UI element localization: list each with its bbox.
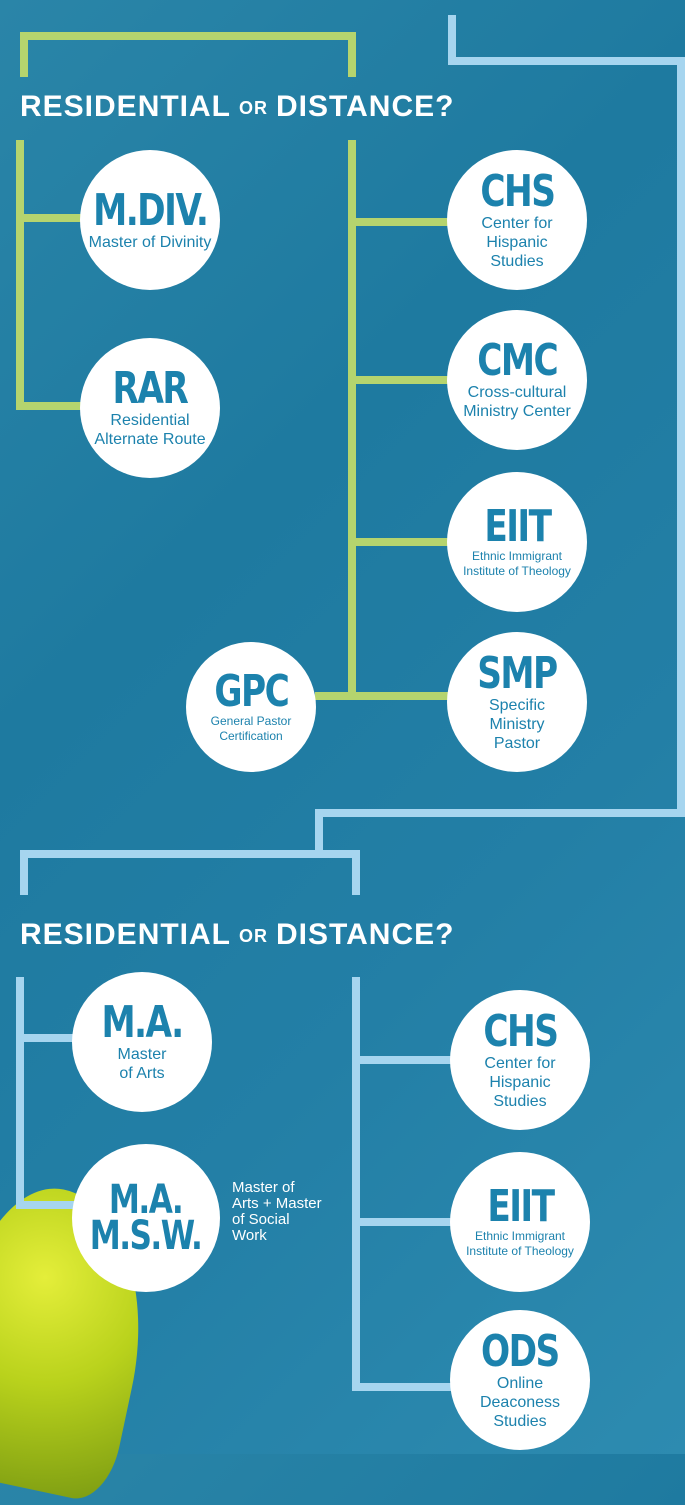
heading-or: OR xyxy=(239,926,269,946)
program-circle-smp: SMP Specific Ministry Pastor xyxy=(447,632,587,772)
program-name: Online Deaconess Studies xyxy=(479,1374,561,1430)
program-abbr: EIIT xyxy=(483,501,552,552)
program-abbr: GPC xyxy=(214,666,289,717)
section1-heading: RESIDENTIAL OR DISTANCE? xyxy=(20,90,620,124)
connector-line xyxy=(16,402,86,410)
program-name: Ethnic Immigrant Institute of Theology xyxy=(466,1229,574,1258)
heading-or: OR xyxy=(239,98,269,118)
program-abbr: CMC xyxy=(477,335,558,386)
residential-vertical-line xyxy=(16,977,24,1209)
connector-line xyxy=(348,218,448,226)
program-name: Center for Hispanic Studies xyxy=(481,214,553,270)
connector-line xyxy=(348,32,356,77)
connector-line xyxy=(348,538,448,546)
program-name: Center for Hispanic Studies xyxy=(484,1054,556,1110)
program-abbr: M.A. M.S.W. xyxy=(90,1177,203,1259)
program-abbr: CHS xyxy=(480,165,556,217)
program-abbr: RAR xyxy=(112,363,189,414)
program-name: Specific Ministry Pastor xyxy=(488,696,546,752)
distance-vertical-line xyxy=(352,977,360,1391)
section2-heading: RESIDENTIAL OR DISTANCE? xyxy=(20,918,620,952)
heading-distance: DISTANCE? xyxy=(276,918,455,951)
program-name: Ethnic Immigrant Institute of Theology xyxy=(463,549,571,578)
connector-line xyxy=(315,809,685,817)
program-name: Residential Alternate Route xyxy=(94,412,206,448)
heading-residential: RESIDENTIAL xyxy=(20,90,232,123)
program-circle-rar: RAR Residential Alternate Route xyxy=(80,338,220,478)
program-circle-chs: CHS Center for Hispanic Studies xyxy=(450,990,590,1130)
program-circle-eiit: EIIT Ethnic Immigrant Institute of Theol… xyxy=(447,472,587,612)
connector-line xyxy=(20,850,28,895)
ma-msw-description: Master of Arts + Master of Social Work xyxy=(232,1179,322,1244)
program-circle-ods: ODS Online Deaconess Studies xyxy=(450,1310,590,1450)
program-name: Master of Arts xyxy=(117,1046,167,1082)
program-abbr: M.A. xyxy=(101,997,184,1048)
program-circle-mdiv: M.DIV. Master of Divinity xyxy=(80,150,220,290)
connector-line xyxy=(352,850,360,895)
program-name: Master of Divinity xyxy=(88,233,212,251)
program-abbr: SMP xyxy=(477,647,558,699)
program-name: Cross-cultural Ministry Center xyxy=(463,384,571,420)
program-circle-ma: M.A. Master of Arts xyxy=(72,972,212,1112)
connector-line xyxy=(348,376,448,384)
program-circle-chs: CHS Center for Hispanic Studies xyxy=(447,150,587,290)
program-abbr: EIIT xyxy=(486,1181,555,1232)
program-name: General Pastor Certification xyxy=(210,714,292,743)
residential-vertical-line xyxy=(16,140,24,410)
connector-line xyxy=(315,692,448,700)
section2-bracket-line xyxy=(20,850,360,858)
connector-line xyxy=(448,15,456,65)
heading-distance: DISTANCE? xyxy=(276,90,455,123)
connector-line xyxy=(16,1034,86,1042)
connector-line xyxy=(448,57,685,65)
program-abbr: CHS xyxy=(483,1005,559,1057)
connector-line xyxy=(352,1056,452,1064)
connector-line xyxy=(16,1201,86,1209)
connector-line xyxy=(677,57,685,817)
program-circle-gpc: GPC General Pastor Certification xyxy=(186,642,316,772)
distance-vertical-line xyxy=(348,140,356,700)
program-abbr: M.DIV. xyxy=(92,184,209,236)
heading-residential: RESIDENTIAL xyxy=(20,918,232,951)
connector-line xyxy=(20,32,28,77)
connector-line xyxy=(16,214,86,222)
connector-line xyxy=(352,1383,452,1391)
program-abbr: ODS xyxy=(481,1325,560,1377)
program-circle-ma-msw: M.A. M.S.W. xyxy=(72,1144,220,1292)
program-circle-cmc: CMC Cross-cultural Ministry Center xyxy=(447,310,587,450)
program-circle-eiit: EIIT Ethnic Immigrant Institute of Theol… xyxy=(450,1152,590,1292)
top-bracket-line xyxy=(20,32,356,40)
connector-line xyxy=(315,809,323,854)
connector-line xyxy=(352,1218,452,1226)
program-diagram: RESIDENTIAL OR DISTANCE? RESIDENTIAL OR DIST… xyxy=(0,15,685,1505)
